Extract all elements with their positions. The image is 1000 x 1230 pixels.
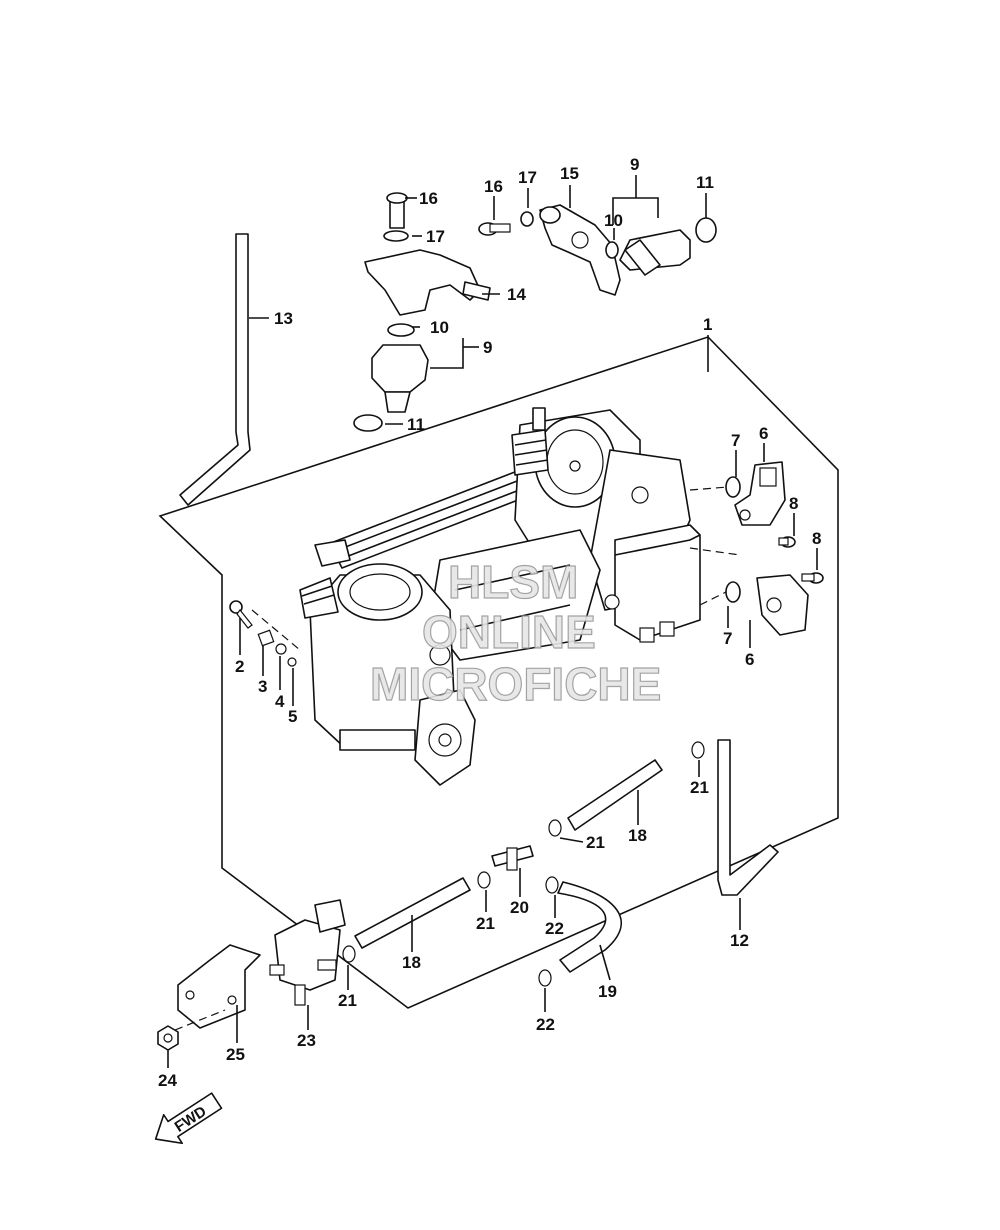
callout-7-a: 7 xyxy=(731,431,740,450)
callout-10-a: 10 xyxy=(430,318,449,337)
bolt-16 xyxy=(478,222,511,236)
leader-dash-left xyxy=(251,609,301,651)
callout-24: 24 xyxy=(158,1071,177,1090)
injector-9-lower xyxy=(353,323,429,432)
throttle-body xyxy=(299,407,701,786)
callout-21-d: 21 xyxy=(338,991,357,1010)
hose-13 xyxy=(179,233,251,506)
callout-25: 25 xyxy=(226,1045,245,1064)
callout-5: 5 xyxy=(288,707,297,726)
callout-8-b: 8 xyxy=(812,529,821,548)
screw-8-upper xyxy=(778,536,796,548)
watermark-line1: HLSM xyxy=(448,556,578,608)
callout-18-b: 18 xyxy=(402,953,421,972)
nut-24 xyxy=(157,1025,179,1051)
clamps xyxy=(342,741,705,987)
solenoid-valve-23 xyxy=(269,899,346,1006)
callout-10-b: 10 xyxy=(604,211,623,230)
callout-14: 14 xyxy=(507,285,526,304)
callout-11-a: 11 xyxy=(407,415,425,434)
callout-4: 4 xyxy=(275,692,285,711)
t-fitting-20 xyxy=(491,845,534,871)
fuel-rail-15 xyxy=(539,204,621,296)
bracket-25 xyxy=(177,944,261,1029)
spring-3 xyxy=(257,629,275,647)
watermark: HLSM ONLINE MICROFICHE xyxy=(369,555,662,710)
washer-17 xyxy=(520,211,534,227)
sensor-6-upper xyxy=(734,461,786,526)
callout-6-a: 6 xyxy=(759,424,768,443)
screw-8-lower xyxy=(801,572,824,584)
callout-1: 1 xyxy=(703,315,712,334)
hose-18-lower xyxy=(354,877,471,949)
fwd-arrow: FWD xyxy=(154,1092,223,1145)
callout-17-b: 17 xyxy=(518,168,537,187)
washer-4 xyxy=(275,643,287,655)
callout-7-b: 7 xyxy=(723,629,732,648)
callout-16-a: 16 xyxy=(419,189,438,208)
callout-12: 12 xyxy=(730,931,749,950)
oring-5 xyxy=(287,657,297,667)
callout-11-b: 11 xyxy=(696,173,714,192)
callout-13: 13 xyxy=(274,309,293,328)
callout-16-b: 16 xyxy=(484,177,503,196)
leader-dash-bracket xyxy=(174,1009,226,1031)
leader-dash-right xyxy=(689,486,741,606)
callout-22-a: 22 xyxy=(545,919,564,938)
screw-2 xyxy=(229,600,253,629)
callout-9-b: 9 xyxy=(630,155,639,174)
hose-19 xyxy=(557,881,623,973)
fuel-rail-14 xyxy=(364,192,491,316)
callout-2: 2 xyxy=(235,657,244,676)
callout-17-a: 17 xyxy=(426,227,445,246)
callout-19: 19 xyxy=(598,982,617,1001)
oring-7-lower xyxy=(725,581,741,603)
callout-21-b: 21 xyxy=(586,833,605,852)
hose-12 xyxy=(717,739,779,896)
leader-lines xyxy=(167,175,818,1068)
callout-21-a: 21 xyxy=(690,778,709,797)
assembly-outline xyxy=(158,336,839,1009)
callout-3: 3 xyxy=(258,677,267,696)
callout-22-b: 22 xyxy=(536,1015,555,1034)
watermark-line3: MICROFICHE xyxy=(370,658,661,710)
callout-15: 15 xyxy=(560,164,579,183)
watermark-line2: ONLINE xyxy=(422,606,596,658)
callout-21-c: 21 xyxy=(476,914,495,933)
callout-18-a: 18 xyxy=(628,826,647,845)
sensor-6-lower xyxy=(756,574,809,636)
callout-labels: 1 16 17 14 13 10 9 11 16 17 15 9 10 11 7… xyxy=(158,155,821,1090)
oring-7-upper xyxy=(725,476,741,498)
callout-8-a: 8 xyxy=(789,494,798,513)
injector-9-upper xyxy=(605,217,717,276)
callout-23: 23 xyxy=(297,1031,316,1050)
callout-6-b: 6 xyxy=(745,650,754,669)
hose-18-upper xyxy=(567,759,663,831)
callout-20: 20 xyxy=(510,898,529,917)
callout-9-a: 9 xyxy=(483,338,492,357)
